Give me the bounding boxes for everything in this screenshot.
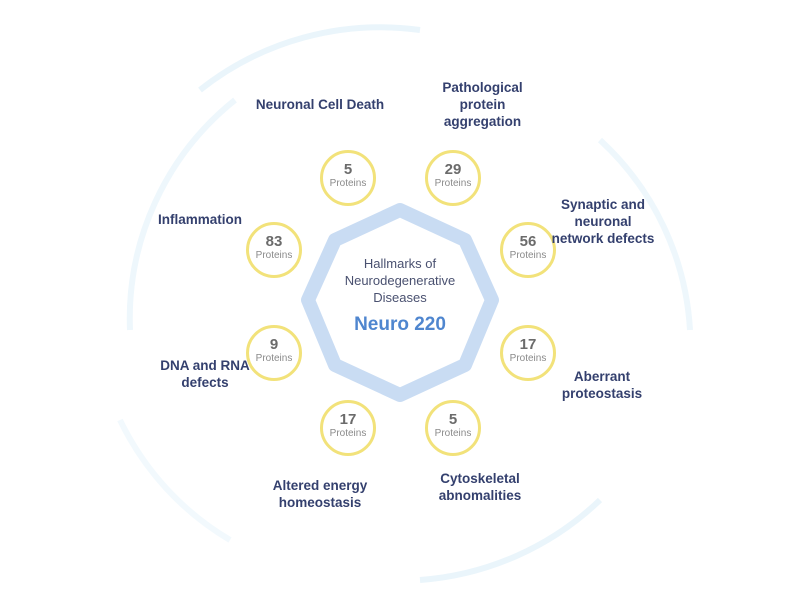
protein-unit: Proteins (509, 250, 547, 261)
protein-count: 56 (519, 233, 537, 250)
center-title-line-1: Hallmarks of (363, 256, 437, 271)
node-aberrant-proteostasis: 17 Proteins (500, 325, 556, 381)
center-title-block: Hallmarks of Neurodegenerative Diseases … (320, 255, 480, 336)
label-neuronal-cell-death: Neuronal Cell Death (255, 97, 385, 112)
node-synaptic-defects: 56 Proteins (500, 222, 556, 278)
label-aberrant-proteostasis: Aberrant proteostasis (561, 369, 643, 401)
protein-count: 9 (269, 336, 279, 353)
node-protein-aggregation: 29 Proteins (425, 150, 481, 206)
node-inflammation: 83 Proteins (246, 222, 302, 278)
label-synaptic-defects: Synaptic and neuronal network defects (551, 197, 655, 246)
protein-count: 5 (343, 161, 353, 178)
node-dna-rna-defects: 9 Proteins (246, 325, 302, 381)
protein-unit: Proteins (434, 428, 472, 439)
protein-unit: Proteins (329, 178, 367, 189)
protein-unit: Proteins (329, 428, 367, 439)
center-title-line-3: Diseases (373, 290, 427, 305)
label-cytoskeletal: Cytoskeletal abnomalities (438, 471, 522, 503)
center-brand: Neuro 220 (354, 314, 446, 335)
protein-count: 17 (519, 336, 537, 353)
protein-count: 29 (444, 161, 462, 178)
label-protein-aggregation: Pathological protein aggregation (442, 80, 523, 129)
label-dna-rna-defects: DNA and RNA defects (160, 358, 250, 390)
node-cytoskeletal: 5 Proteins (425, 400, 481, 456)
protein-count: 17 (339, 411, 357, 428)
node-neuronal-cell-death: 5 Proteins (320, 150, 376, 206)
protein-count: 5 (448, 411, 458, 428)
protein-unit: Proteins (434, 178, 472, 189)
protein-unit: Proteins (255, 353, 293, 364)
protein-unit: Proteins (255, 250, 293, 261)
label-energy-homeostasis: Altered energy homeostasis (272, 478, 368, 510)
label-inflammation: Inflammation (157, 212, 242, 227)
center-title-line-2: Neurodegenerative (344, 273, 456, 288)
protein-count: 83 (265, 233, 283, 250)
protein-unit: Proteins (509, 353, 547, 364)
node-energy-homeostasis: 17 Proteins (320, 400, 376, 456)
